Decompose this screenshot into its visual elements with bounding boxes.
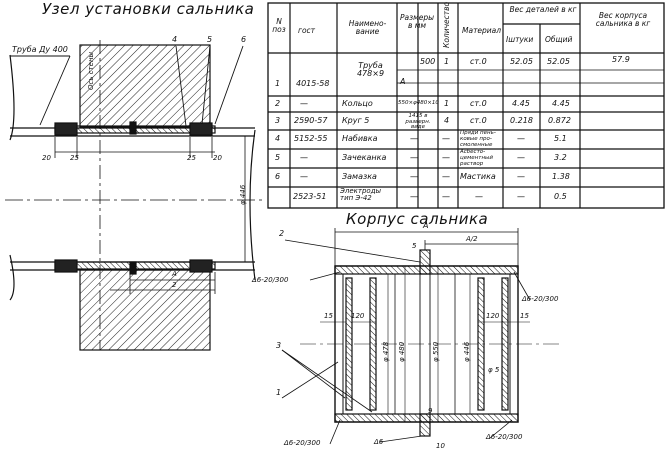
hdr-name: Наимено- вание — [348, 19, 387, 36]
hdr-gost: гост — [298, 26, 316, 35]
dim-120-right: 120 — [486, 312, 500, 320]
right-title: Корпус сальника — [346, 210, 489, 228]
callout-3-right: 3 — [276, 341, 282, 350]
dim-10: 10 — [436, 442, 445, 450]
wall-bottom — [79, 269, 211, 351]
hdr-weight-details: Вес деталей в кг — [509, 5, 577, 14]
callout-6: 6 — [241, 35, 247, 44]
hdr-qty: Количество — [442, 1, 451, 48]
dim-25-right: 25 — [187, 154, 196, 162]
callout-1-right: 1 — [276, 388, 282, 397]
dim-a2-top: А/2 — [466, 235, 478, 243]
dim-9: 9 — [428, 407, 433, 415]
phi-446-left: φ 446 — [239, 184, 247, 205]
dim-5-top: 5 — [412, 242, 417, 250]
phi-446-right: φ 446 — [463, 341, 471, 362]
weld-bottom-center: Δ6 — [374, 438, 384, 446]
hdr-body-weight: Вес корпуса сальника в кг — [595, 11, 651, 28]
dim-20-right: 20 — [213, 154, 222, 162]
hdr-pieces: Iштуки — [506, 35, 534, 44]
weld-bottom-left: Δ6-20/300 — [284, 439, 321, 447]
hdr-size: Размеры в мм — [399, 13, 435, 30]
dim-15-left: 15 — [324, 312, 333, 320]
hdr-material: Материал — [462, 26, 502, 35]
phi-550: φ 550 — [432, 341, 440, 362]
dim-2-left: 2 — [172, 281, 177, 289]
phi-5: φ 5 — [488, 366, 500, 374]
center-ring — [419, 249, 431, 275]
phi-478: φ 478 — [382, 341, 390, 362]
dim-15-right: 15 — [520, 312, 529, 320]
weld-top-left: Δ6-20/300 — [252, 276, 289, 284]
dim-a-top: А — [423, 221, 429, 230]
phi-480: φ 480 — [398, 341, 406, 362]
wall-axis-label: Ось стены — [87, 51, 95, 90]
wall-top — [79, 44, 211, 128]
callout-4: 4 — [172, 35, 178, 44]
spec-table-frame — [267, 2, 665, 209]
dim-20-left: 20 — [42, 154, 51, 162]
dim-25-left: 25 — [70, 154, 79, 162]
left-title: Узел установки сальника — [42, 0, 255, 18]
weld-top-right: Δ6-20/300 — [522, 295, 559, 303]
callout-5: 5 — [207, 35, 213, 44]
callout-2-right: 2 — [279, 229, 285, 238]
weld-bottom-right: Δ6-20/300 — [486, 433, 523, 441]
hdr-pos: N поз — [272, 17, 286, 34]
hdr-total: Общий — [545, 35, 573, 44]
dim-120-left: 120 — [351, 312, 365, 320]
dim-a-left: А — [172, 270, 177, 278]
pipe-label: Труба Ду 400 — [12, 45, 68, 54]
